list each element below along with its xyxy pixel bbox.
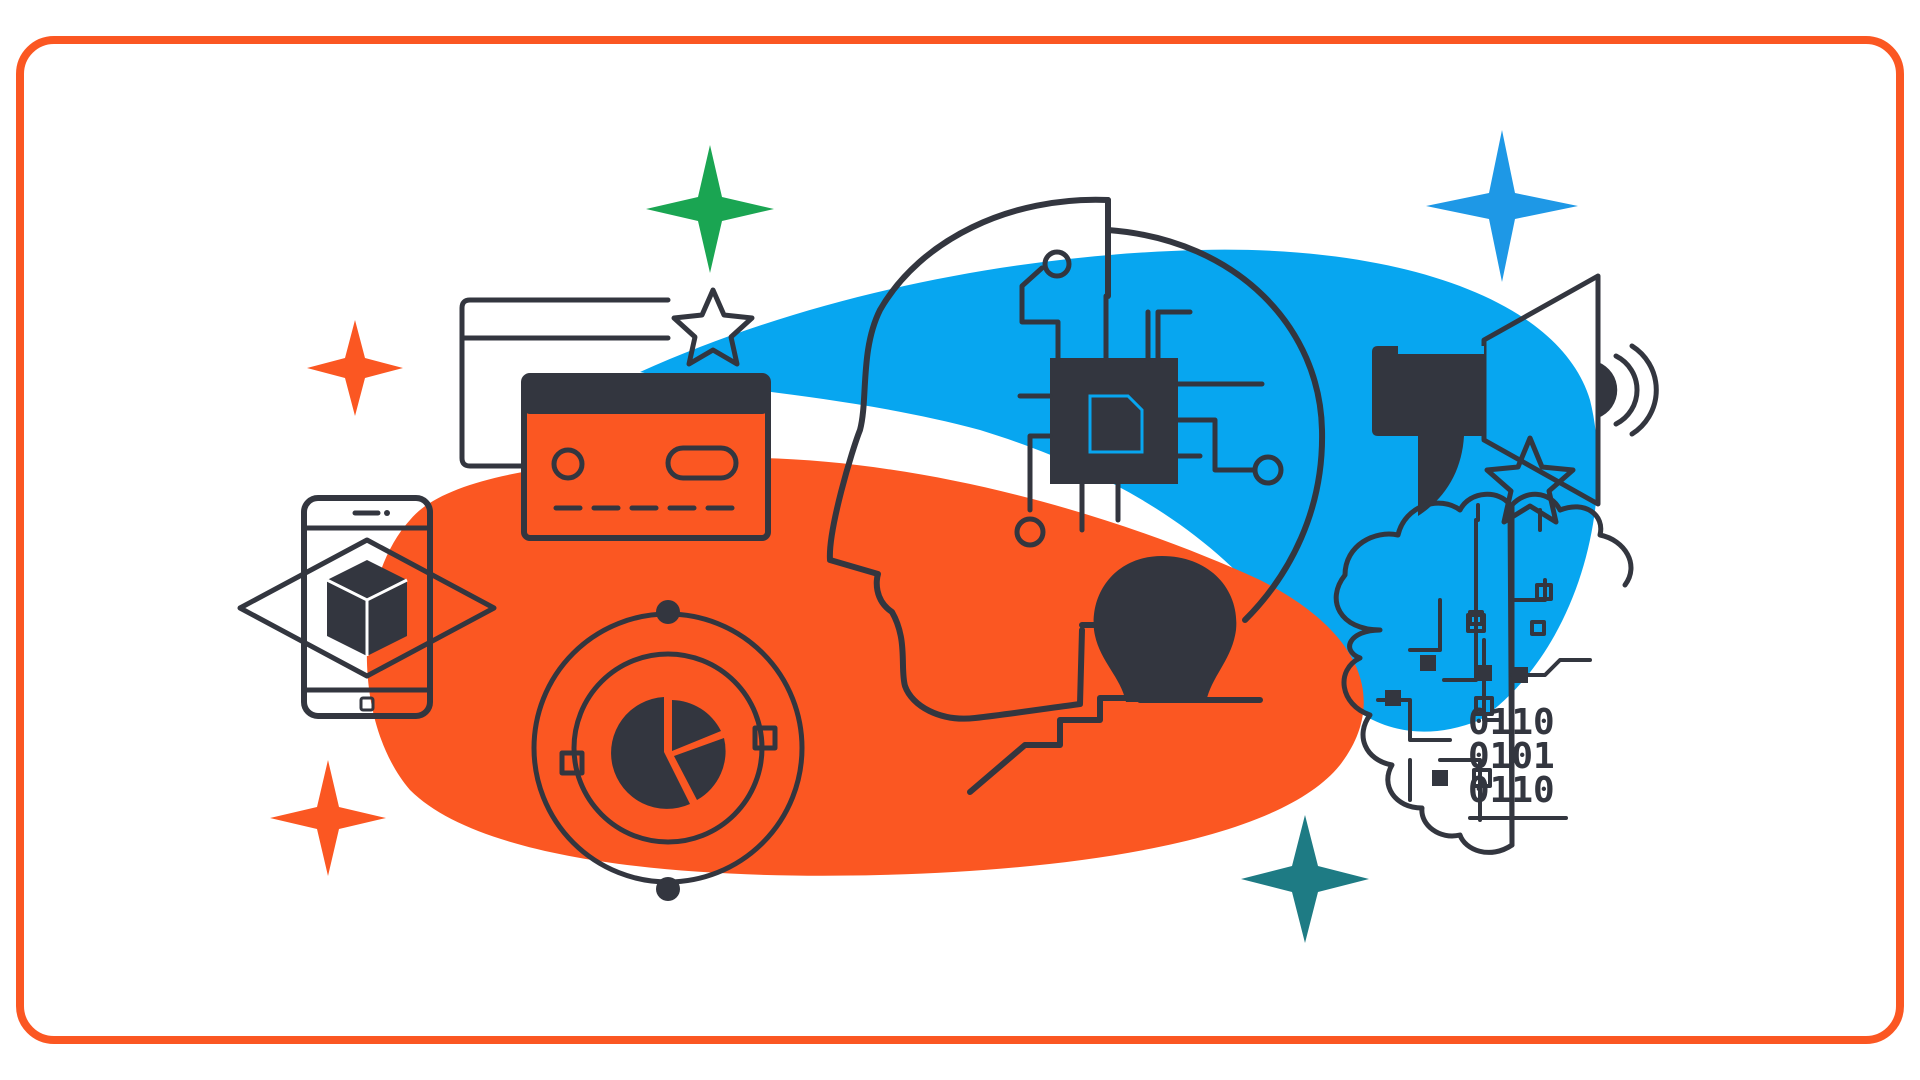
sparkle-icon <box>307 320 403 416</box>
sparkle-icon <box>270 760 386 876</box>
star-icon <box>671 287 755 367</box>
megaphone-icon <box>1372 273 1659 516</box>
brain-circuit-icon <box>1333 491 1634 855</box>
lightbulb-icon <box>1079 556 1237 702</box>
star-icon <box>1484 435 1576 525</box>
binary-line-1: 0110 <box>1468 702 1555 743</box>
blue-blob <box>640 249 1598 732</box>
binary-code-block: 0110 0101 0110 <box>1468 702 1568 820</box>
smartphone-ar-icon <box>237 495 497 719</box>
sparkle-icon <box>1426 130 1578 282</box>
binary-line-2: 0101 <box>1468 736 1555 777</box>
microchip-icon <box>1014 249 1284 548</box>
sparkle-icon <box>646 145 774 273</box>
sparkle-icon <box>1241 815 1369 943</box>
pie-chart-orbit-icon <box>531 600 805 901</box>
credit-card-icon <box>521 373 771 541</box>
binary-line-3: 0110 <box>1468 770 1555 811</box>
browser-window-icon <box>459 297 671 469</box>
